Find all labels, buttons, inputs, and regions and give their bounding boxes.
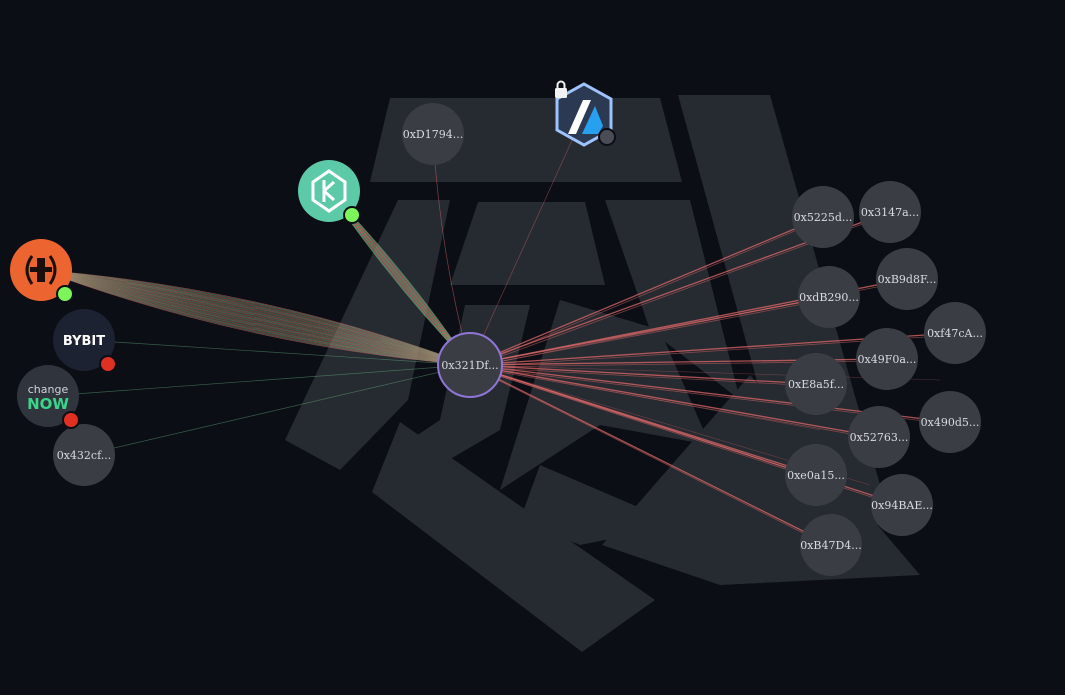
edge-exchange <box>40 269 471 366</box>
edge-exchange <box>40 269 471 366</box>
edge-exchange <box>40 269 471 366</box>
center-address-node[interactable]: 0x321Df... <box>437 332 503 398</box>
edge-exchange <box>40 269 471 366</box>
address-node-db290[interactable]: 0xdB290... <box>798 266 860 328</box>
edge-exchange <box>40 269 471 366</box>
edge-exchange <box>40 269 471 366</box>
edge-exchange <box>40 269 471 366</box>
edge-exchange <box>40 269 471 366</box>
edge-right <box>469 216 824 366</box>
address-label: 0x3147a... <box>861 206 919 219</box>
edge-exchange <box>40 269 471 366</box>
address-node-432cf[interactable]: 0x432cf... <box>53 424 115 486</box>
edge-right <box>471 366 880 440</box>
edge-right <box>469 364 821 431</box>
edge-exchange <box>40 269 471 366</box>
address-node-ec0a1[interactable]: 0xe0a15... <box>785 444 847 506</box>
address-node-d1794[interactable]: 0xD1794... <box>402 103 464 165</box>
edge-exchange <box>40 269 471 366</box>
edge-exchange <box>40 269 471 366</box>
address-node-94bae[interactable]: 0x94BAE... <box>871 474 933 536</box>
edge-exchange <box>40 269 471 366</box>
edge-exchange <box>40 269 471 366</box>
edge-exchange <box>40 269 471 366</box>
edge-exchange <box>40 269 471 366</box>
edge-exchange <box>40 269 471 366</box>
status-dot-green <box>56 285 74 303</box>
changenow-logo-bottom: NOW <box>27 395 69 413</box>
edge-right <box>469 296 830 366</box>
edge-exchange <box>40 269 471 366</box>
bybit-icon <box>53 309 115 371</box>
edge-exchange <box>40 269 471 366</box>
entity-node-exchange[interactable] <box>10 239 74 303</box>
bybit-logo-text: BYBIT <box>63 334 105 349</box>
edge-right <box>469 364 880 438</box>
edge-changenow <box>47 364 471 397</box>
edge-arbitrum <box>469 113 585 366</box>
edge-bybit <box>83 339 471 366</box>
address-label: 0xD1794... <box>403 128 464 141</box>
edge-exchange <box>40 269 471 366</box>
edge-exchange <box>40 269 471 366</box>
lock-icon <box>555 80 567 98</box>
edge-right <box>471 366 817 387</box>
address-node-5225d[interactable]: 0x5225d... <box>792 186 854 248</box>
address-label: 0x94BAE... <box>871 499 933 512</box>
center-address-label: 0x321Df... <box>441 359 498 372</box>
changenow-icon <box>17 365 79 427</box>
edge-right <box>471 366 832 548</box>
address-label: 0x490d5... <box>921 416 980 429</box>
edge-right <box>469 364 832 546</box>
address-node-52763[interactable]: 0x52763... <box>848 406 910 468</box>
edge-exchange <box>40 269 471 366</box>
arbitrum-mark <box>568 100 591 134</box>
address-node-49f0a[interactable]: 0x49F0a... <box>856 328 918 390</box>
edge-exchange <box>40 269 471 366</box>
node-layer[interactable]: 0x321Df... 0xD1794... 0x5225d... 0x3147a… <box>10 80 986 577</box>
kyberswap-icon <box>298 160 360 222</box>
address-node-3147a[interactable]: 0x3147a... <box>859 181 921 243</box>
edge-right <box>469 364 941 381</box>
entity-node-bybit[interactable]: BYBIT <box>53 309 117 373</box>
edge-exchange <box>40 269 471 366</box>
edge-exchange <box>40 269 471 366</box>
edge-exchange <box>40 269 471 366</box>
address-label: 0x432cf... <box>57 449 112 462</box>
entity-node-kyberswap[interactable] <box>298 160 361 224</box>
address-label: 0x52763... <box>850 431 909 444</box>
status-dot-gray <box>598 128 616 146</box>
address-label: 0x5225d... <box>794 211 853 224</box>
entity-node-changenow[interactable]: change NOW <box>17 365 80 429</box>
address-node-f47ca[interactable]: 0xf47cA... <box>924 302 986 364</box>
edge-exchange <box>40 269 471 366</box>
edge-exchange <box>40 269 471 366</box>
address-node-b47d4[interactable]: 0xB47D4... <box>800 514 862 576</box>
edge-432cf <box>83 364 471 456</box>
edge-layer <box>40 113 956 548</box>
edge-exchange <box>40 269 471 366</box>
address-node-b9d8f[interactable]: 0xB9d8F... <box>876 248 938 310</box>
edge-exchange <box>40 269 471 366</box>
address-label: 0xdB290... <box>799 291 859 304</box>
address-label: 0xE8a5f... <box>788 378 844 391</box>
edge-right <box>471 298 830 368</box>
address-label: 0xe0a15... <box>787 469 845 482</box>
edge-right <box>469 364 817 385</box>
address-node-e8a5f[interactable]: 0xE8a5f... <box>785 353 847 415</box>
address-label: 0xB47D4... <box>800 539 862 552</box>
address-label: 0xf47cA... <box>927 327 983 340</box>
status-dot-green <box>343 206 361 224</box>
status-dot-red <box>99 355 117 373</box>
changenow-logo-top: change <box>28 383 69 396</box>
address-label: 0xB9d8F... <box>878 273 937 286</box>
entity-node-arbitrum[interactable] <box>555 80 616 147</box>
address-node-490d5[interactable]: 0x490d5... <box>919 391 981 453</box>
address-label: 0x49F0a... <box>858 353 917 366</box>
status-dot-red <box>62 411 80 429</box>
edge-exchange <box>40 269 471 366</box>
